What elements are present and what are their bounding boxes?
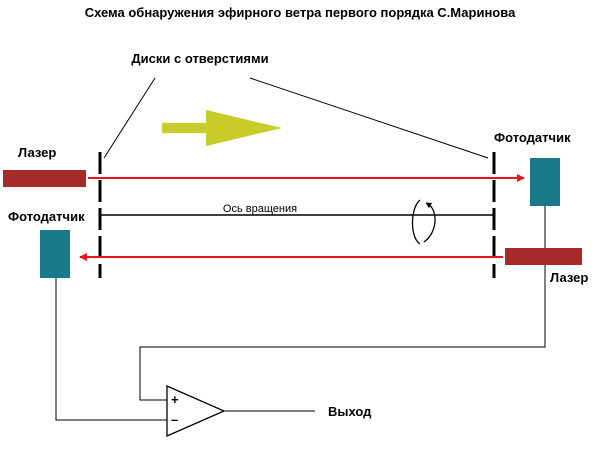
photodetector-left-label: Фотодатчик xyxy=(8,209,85,224)
photodetector-left xyxy=(40,230,70,278)
right-arrow-icon xyxy=(162,110,282,146)
op-amp-minus: – xyxy=(171,412,178,427)
wire-right-to-plus xyxy=(139,265,546,401)
laser-left xyxy=(3,170,86,187)
axis-label: Ось вращения xyxy=(223,203,297,215)
diagram-title: Схема обнаружения эфирного ветра первого… xyxy=(85,5,516,20)
op-amp xyxy=(166,385,226,437)
output-label: Выход xyxy=(328,404,372,419)
wire-left-to-minus xyxy=(55,278,168,421)
rotation-arrow-icon xyxy=(411,199,436,245)
laser-left-label: Лазер xyxy=(18,145,56,160)
disks-pointer-left xyxy=(103,77,156,159)
laser-right-label: Лазер xyxy=(550,270,588,285)
disks-pointer-right xyxy=(249,77,489,159)
photodetector-right xyxy=(530,158,560,206)
photodetector-right-label: Фотодатчик xyxy=(494,130,571,145)
op-amp-plus: + xyxy=(171,392,179,407)
disks-label: Диски с отверстиями xyxy=(131,51,268,66)
laser-right xyxy=(505,248,582,265)
